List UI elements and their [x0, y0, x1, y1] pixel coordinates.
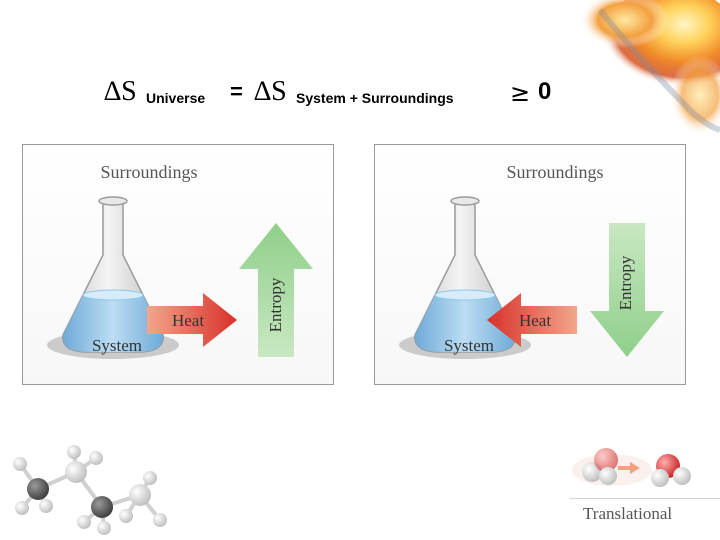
entropy-arrow-up	[239, 223, 313, 357]
entropy-label: Entropy	[616, 255, 635, 310]
delta-s-universe: ∆S	[104, 76, 137, 107]
system-label: System	[92, 336, 142, 355]
subscript-system-surroundings: System + Surroundings	[296, 90, 454, 106]
flask	[399, 196, 531, 359]
flask	[47, 196, 179, 359]
greater-equal-sign: ≥	[510, 79, 531, 107]
system-label: System	[444, 336, 494, 355]
heat-label: Heat	[172, 311, 204, 330]
flame-image	[580, 0, 720, 135]
zero-value: 0	[538, 78, 552, 105]
water-molecule-icon	[572, 448, 691, 487]
molecule-decorations	[13, 445, 691, 535]
surroundings-label: Surroundings	[506, 162, 603, 182]
panel-exothermic: Surroundings System Heat Entropy	[22, 144, 334, 385]
heat-arrow-outward	[147, 293, 237, 347]
surroundings-label: Surroundings	[100, 162, 197, 182]
entropy-label: Entropy	[266, 277, 285, 332]
heat-label: Heat	[519, 311, 551, 330]
equals-sign: =	[230, 79, 243, 104]
brand-label: Translational	[583, 504, 673, 523]
subscript-universe: Universe	[146, 90, 206, 106]
footer-divider	[570, 498, 720, 499]
entropy-arrow-down	[590, 223, 664, 357]
delta-s-system: ∆S	[254, 76, 287, 107]
panel-endothermic: Surroundings System Heat Entropy	[374, 144, 686, 385]
heat-arrow-inward	[487, 293, 577, 347]
propane-molecule-icon	[13, 445, 167, 535]
